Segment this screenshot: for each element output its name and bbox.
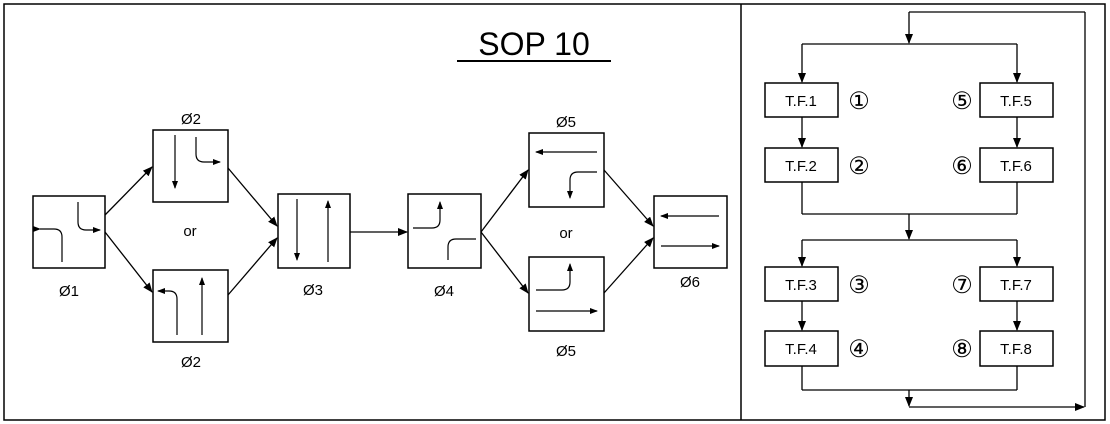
phase-box-3 bbox=[277, 193, 351, 269]
tf-box-8: T.F.8 bbox=[979, 330, 1054, 367]
phase-box-6 bbox=[653, 195, 728, 269]
or-label-left: or bbox=[183, 223, 196, 240]
phase-label-2a: Ø2 bbox=[181, 111, 201, 128]
circled-number-6: ⑥ bbox=[951, 153, 973, 180]
phase-box-4 bbox=[407, 193, 482, 269]
tf-box-6: T.F.6 bbox=[979, 147, 1054, 183]
phase-box-5a bbox=[528, 132, 605, 208]
tf-label-4: T.F.4 bbox=[785, 341, 817, 358]
circled-number-5: ⑤ bbox=[951, 88, 973, 115]
circled-number-8: ⑧ bbox=[951, 336, 973, 363]
tf-label-8: T.F.8 bbox=[1000, 341, 1032, 358]
tf-box-4: T.F.4 bbox=[764, 330, 839, 367]
tf-box-1: T.F.1 bbox=[764, 82, 839, 118]
tf-label-2: T.F.2 bbox=[785, 158, 817, 175]
phase-label-5a: Ø5 bbox=[556, 114, 576, 131]
page-title: SOP 10 bbox=[478, 26, 589, 62]
phase-box-2a bbox=[152, 129, 229, 203]
circled-number-4: ④ bbox=[848, 336, 870, 363]
tf-label-1: T.F.1 bbox=[785, 93, 817, 110]
tf-box-7: T.F.7 bbox=[979, 266, 1054, 302]
phase-label-5b: Ø5 bbox=[556, 343, 576, 360]
phase-label-3: Ø3 bbox=[303, 282, 323, 299]
outer-frame bbox=[3, 3, 1106, 421]
phase-label-2b: Ø2 bbox=[181, 354, 201, 371]
phase-box-1 bbox=[32, 195, 106, 269]
or-label-right: or bbox=[559, 225, 572, 242]
tf-label-3: T.F.3 bbox=[785, 277, 817, 294]
phase-label-6: Ø6 bbox=[680, 274, 700, 291]
circled-number-1: ① bbox=[848, 88, 870, 115]
tf-label-7: T.F.7 bbox=[1000, 277, 1032, 294]
tf-box-5: T.F.5 bbox=[979, 82, 1054, 118]
circled-number-2: ② bbox=[848, 153, 870, 180]
ring-connectors bbox=[798, 11, 1086, 411]
tf-label-6: T.F.6 bbox=[1000, 158, 1032, 175]
tf-box-3: T.F.3 bbox=[764, 266, 839, 302]
phase-box-2b bbox=[152, 269, 229, 343]
phase-connectors bbox=[104, 166, 654, 296]
tf-box-2: T.F.2 bbox=[764, 147, 839, 183]
phase-label-1: Ø1 bbox=[59, 283, 79, 300]
phase-box-5b bbox=[528, 256, 605, 332]
circled-number-7: ⑦ bbox=[951, 272, 973, 299]
tf-label-5: T.F.5 bbox=[1000, 93, 1032, 110]
circled-number-3: ③ bbox=[848, 272, 870, 299]
phase-label-4: Ø4 bbox=[434, 283, 454, 300]
